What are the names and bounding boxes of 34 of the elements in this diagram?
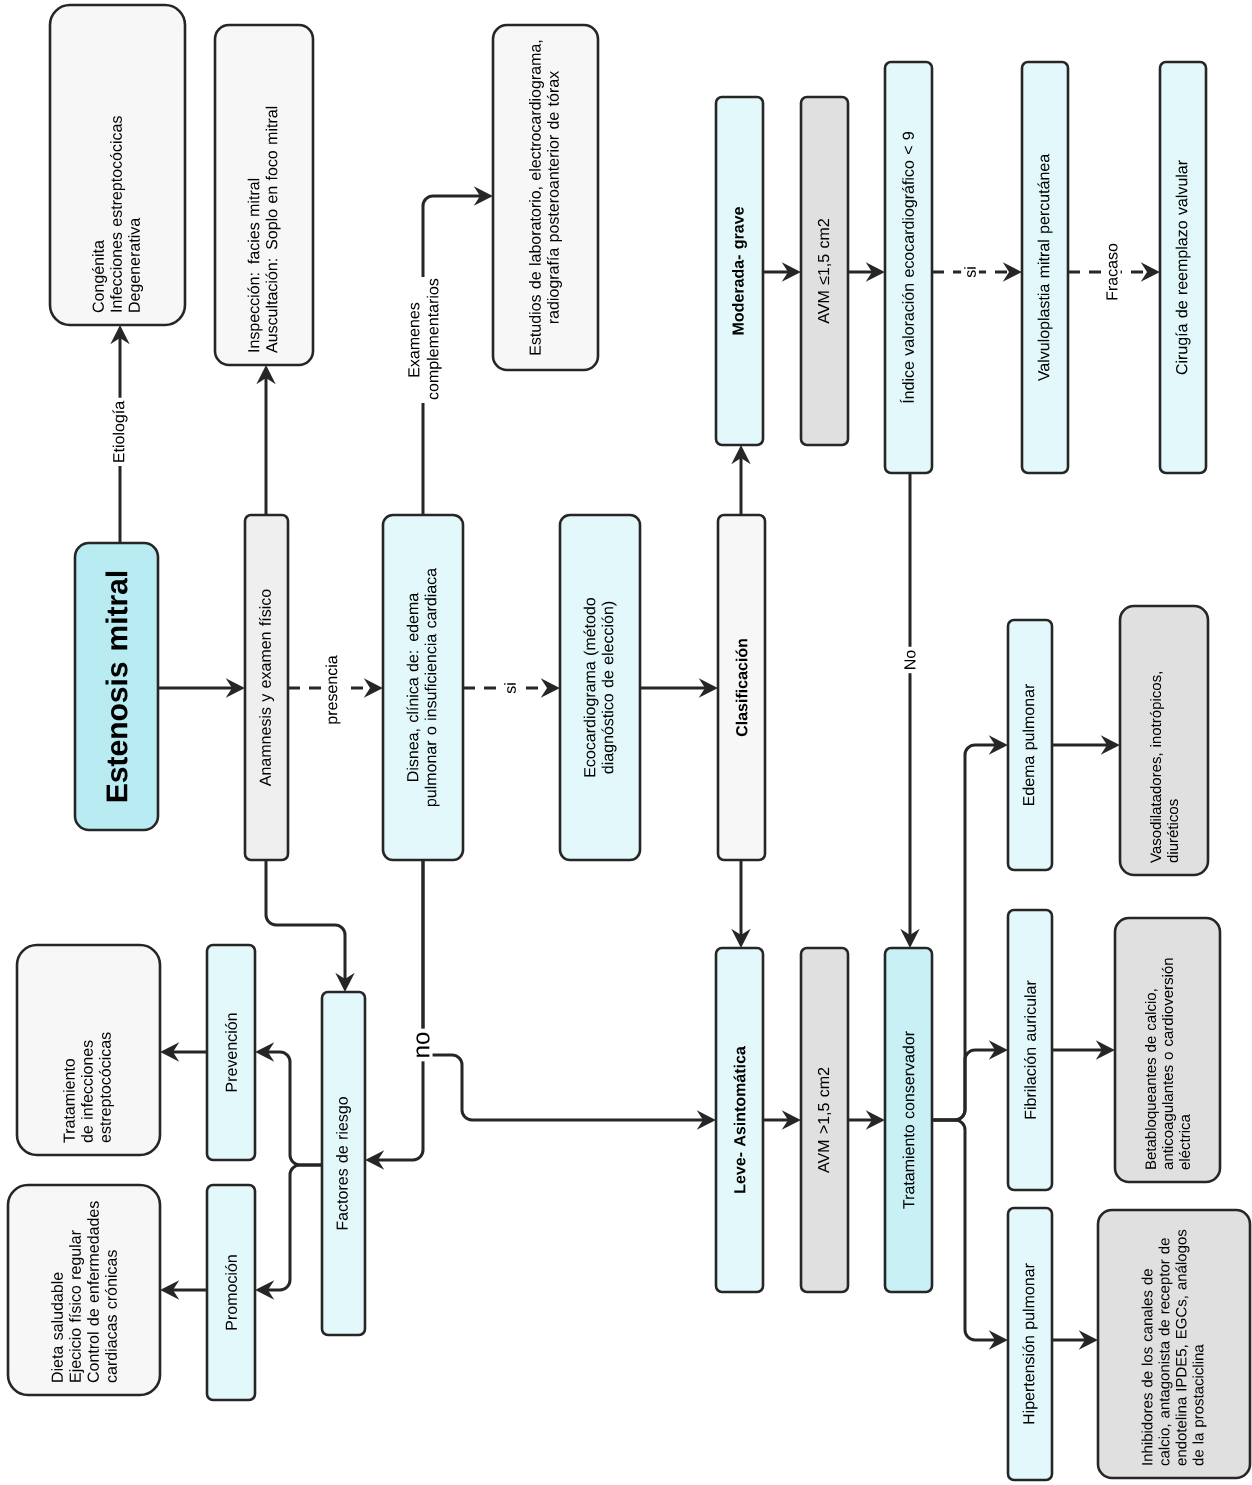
process-box: Disnea, clínica de: edema pulmonar o insuficiencia cardiaca: [381, 513, 465, 862]
process-box: Índice valoración ecocardiográfico < 9: [883, 60, 934, 475]
note-box: Congénita Infecciones estreptocócicas Degenerativa: [48, 3, 187, 327]
note-box: Vasodilatadores, inotrópicos, diuréticos: [1118, 604, 1210, 877]
edge-label: No: [901, 646, 919, 674]
process-box: Prevención: [205, 943, 257, 1162]
process-box: Factores de riesgo: [320, 990, 367, 1337]
note-box: Dieta saludable Ejecicio físico regular Control de enfermedades cardiacas crónicas: [6, 1183, 162, 1397]
process-box: Moderada- grave: [714, 95, 765, 447]
note-box: Tratamiento de infecciones estreptocócicas: [15, 943, 162, 1157]
edge-label: Etiología: [109, 397, 131, 467]
process-box: Valvuloplastia mitral percutánea: [1020, 60, 1070, 475]
edge-label: presencia: [322, 652, 344, 728]
edge-label: si: [961, 263, 979, 281]
process-box: Cirugía de reemplazo valvular: [1158, 60, 1208, 475]
process-box: Edema pulmonar: [1006, 618, 1054, 872]
process-box: AVM ≤1,5 cm2: [799, 95, 850, 447]
edge-label: si: [501, 679, 519, 697]
process-box: Tratamiento conservador: [883, 946, 934, 1294]
note-box: Estudios de laboratorio, electrocardiograma, radiografía posteroanterior de tórax: [491, 23, 600, 372]
process-box: Hipertensión pulmonar: [1006, 1206, 1054, 1482]
edge-label: Examenes complementarios: [405, 277, 445, 403]
process-box: Anamnesis y examen físico: [243, 513, 290, 862]
process-box: Fibrilación auricular: [1006, 908, 1054, 1192]
note-box: Inspección: facies mitral Auscultación: Soplo en foco mitral: [213, 23, 315, 367]
edge-label: no: [413, 1028, 433, 1062]
process-box: Promoción: [205, 1183, 257, 1402]
process-box: Clasificación: [716, 513, 767, 862]
title-box: Estenosis mitral: [73, 541, 160, 832]
edge-label: Fracaso: [1103, 240, 1121, 304]
process-box: Leve- Asintomática: [714, 946, 765, 1294]
process-box: AVM >1,5 cm2: [799, 946, 850, 1294]
process-box: Ecocardiograma (método diagnóstico de elección): [558, 513, 642, 862]
note-box: Inhibidores de los canales de calcio, antagonista de receptor de endotelina IPDE5, EGCs, análogos de la prostaciclina: [1096, 1208, 1252, 1480]
